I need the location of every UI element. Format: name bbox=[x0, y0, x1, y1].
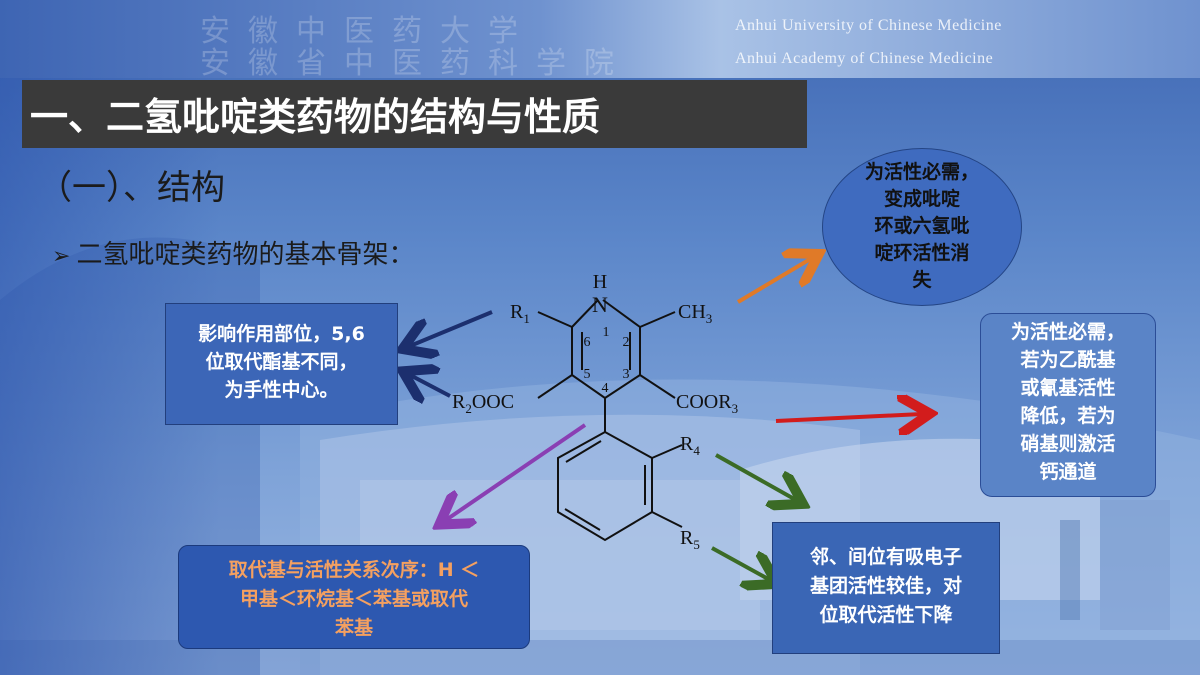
r4-letter: R bbox=[680, 433, 694, 455]
callout-line: 位取代酯基不同， bbox=[205, 351, 358, 373]
ring-position-2: 2 bbox=[623, 335, 630, 350]
callout-line: 硝基则激活 bbox=[1020, 433, 1116, 455]
arrow-ester-to-box bbox=[775, 414, 922, 421]
callout-position-effect: 影响作用部位，5,6 位取代酯基不同， 为手性中心。 bbox=[165, 303, 398, 425]
banner-calligraphy-line2: 安徽省中医药科学院 bbox=[200, 46, 632, 81]
substituent-r1: R1 bbox=[510, 301, 530, 326]
arrow-r2-to-effect bbox=[410, 375, 451, 396]
ring-position-5: 5 bbox=[584, 367, 591, 382]
banner-calligraphy-line1: 安徽中医药大学 bbox=[200, 14, 536, 49]
coor3-letters: COOR bbox=[676, 391, 732, 413]
callout-line: 甲基＜环烷基＜苯基或取代 bbox=[239, 588, 468, 610]
callout-line: 变成吡啶 bbox=[883, 188, 960, 210]
bullet-item: ➢二氢吡啶类药物的基本骨架： bbox=[52, 234, 414, 271]
callout-line: 影响作用部位，5,6 bbox=[198, 323, 365, 345]
callout-line: 基团活性较佳，对 bbox=[809, 575, 962, 597]
r1-subscript: 1 bbox=[523, 311, 530, 326]
arrow-r1-to-effect bbox=[410, 310, 493, 346]
r2-subscript: 2 bbox=[465, 401, 472, 416]
dihydropyridine-ring bbox=[537, 299, 676, 432]
ring-position-3: 3 bbox=[623, 367, 630, 382]
callout-substituent-order: 取代基与活性关系次序：H ＜ 甲基＜环烷基＜苯基或取代 苯基 bbox=[178, 545, 530, 649]
r2-letter: R bbox=[452, 391, 466, 413]
section-heading: （一）、结构 bbox=[38, 168, 225, 208]
ch3-letters: CH bbox=[678, 301, 706, 323]
callout-line: 失 bbox=[912, 269, 932, 291]
r5-subscript: 5 bbox=[693, 537, 700, 552]
r1-letter: R bbox=[510, 301, 524, 323]
atom-h: H bbox=[593, 271, 607, 293]
callout-line: 苯基 bbox=[334, 617, 373, 639]
arrow-ch3-to-ellipse bbox=[736, 258, 812, 304]
callout-line: 钙通道 bbox=[1039, 461, 1097, 483]
callout-line: 啶环活性消 bbox=[874, 242, 970, 264]
ring-position-1: 1 bbox=[603, 325, 610, 340]
arrow-r5-to-ortho bbox=[711, 546, 770, 580]
callout-line: 邻、间位有吸电子 bbox=[809, 546, 962, 568]
substituent-left-ester: R2OOC bbox=[452, 391, 514, 416]
substituent-r4: R4 bbox=[680, 433, 700, 458]
substituent-ch3: CH3 bbox=[678, 301, 712, 326]
callout-line: 若为乙酰基 bbox=[1020, 349, 1116, 371]
phenyl-ring bbox=[557, 430, 683, 542]
banner-university-name: Anhui University of Chinese Medicine bbox=[735, 17, 1002, 34]
bullet-text: 二氢吡啶类药物的基本骨架： bbox=[76, 240, 415, 270]
callout-line: 位取代活性下降 bbox=[819, 604, 953, 626]
title-bar: 一、二氢吡啶类药物的结构与性质 bbox=[22, 80, 807, 148]
callout-ester-required: 为活性必需， 若为乙酰基 或氰基活性 降低，若为 硝基则激活 钙通道 bbox=[980, 313, 1156, 497]
callout-line: 或氰基活性 bbox=[1020, 377, 1116, 399]
r5-letter: R bbox=[680, 527, 694, 549]
ring-position-4: 4 bbox=[602, 381, 609, 396]
arrow-c4-to-order bbox=[446, 423, 587, 520]
callout-ortho-meta: 邻、间位有吸电子 基团活性较佳，对 位取代活性下降 bbox=[772, 522, 1000, 654]
banner-academy-name: Anhui Academy of Chinese Medicine bbox=[735, 50, 994, 67]
slide-title: 一、二氢吡啶类药物的结构与性质 bbox=[30, 95, 601, 139]
header-banner: 安徽中医药大学 安徽省中医药科学院 Anhui University of Ch… bbox=[0, 0, 1200, 81]
callout-line: 为活性必需， bbox=[1010, 321, 1125, 343]
substituent-right-ester: COOR3 bbox=[676, 391, 738, 416]
callout-ring-required: 为活性必需， 变成吡啶 环或六氢吡 啶环活性消 失 bbox=[822, 148, 1022, 306]
callout-line: 环或六氢吡 bbox=[874, 215, 970, 237]
callout-line: 降低，若为 bbox=[1020, 405, 1116, 427]
bullet-arrow-icon: ➢ bbox=[52, 244, 71, 269]
atom-n: N bbox=[592, 292, 608, 317]
ring-position-6: 6 bbox=[584, 335, 591, 350]
callout-line: 取代基与活性关系次序：H ＜ bbox=[228, 559, 480, 581]
r4-subscript: 4 bbox=[693, 443, 700, 458]
substituent-r5: R5 bbox=[680, 527, 700, 552]
callout-line: 为手性中心。 bbox=[224, 379, 339, 401]
coor3-subscript: 3 bbox=[732, 401, 739, 416]
arrow-r4-to-ortho bbox=[715, 453, 796, 500]
r2-ooc: OOC bbox=[472, 391, 514, 413]
ch3-subscript: 3 bbox=[706, 311, 713, 326]
callout-line: 为活性必需， bbox=[864, 161, 979, 183]
